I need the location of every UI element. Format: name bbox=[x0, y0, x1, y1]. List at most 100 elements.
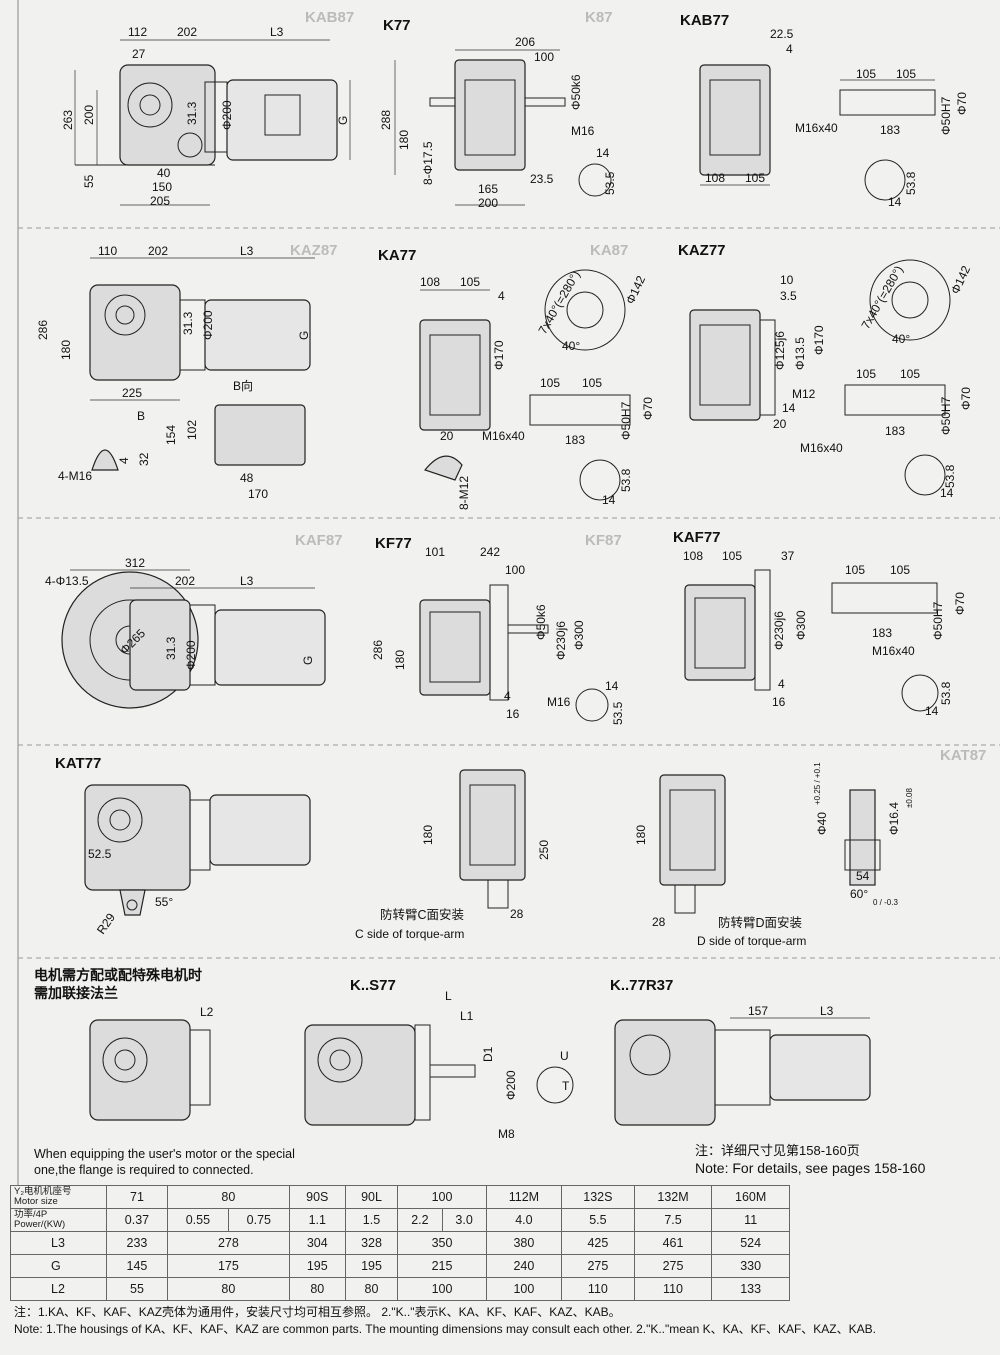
dim-label: 14 bbox=[596, 146, 610, 160]
dim-label: Φ50H7 bbox=[939, 396, 953, 435]
flange-note-line2: 需加联接法兰 bbox=[34, 985, 118, 1001]
dim-label: 53.8 bbox=[939, 681, 953, 705]
tolerance: 0 / -0.3 bbox=[873, 898, 898, 907]
dim-label: R29 bbox=[94, 910, 118, 936]
dim-label: 31.3 bbox=[181, 311, 195, 335]
kf77-front-view: 312 4-Φ13.5 202 L3 Φ265 31.3 Φ200 G bbox=[45, 556, 326, 709]
dim-label: 183 bbox=[565, 433, 585, 447]
table-cell: 55 bbox=[106, 1277, 168, 1301]
dim-label: 32 bbox=[137, 452, 151, 466]
dim-label: 7x40°(=280°) bbox=[858, 263, 905, 331]
equip-note-line1: When equipping the user's motor or the s… bbox=[34, 1147, 295, 1161]
kaf77-view: 108 105 37 Φ230j6 Φ300 105 105 183 M16x4… bbox=[683, 549, 967, 718]
dim-label: G bbox=[297, 331, 311, 340]
table-row: L3 233 278 304 328 350 380 425 461 524 bbox=[10, 1231, 790, 1255]
section-title-kf77: KF77 bbox=[375, 535, 412, 552]
dim-label: Φ50H7 bbox=[931, 601, 945, 640]
table-cell: 145 bbox=[106, 1254, 168, 1278]
table-row: G 145 175 195 195 215 240 275 275 330 bbox=[10, 1254, 790, 1278]
dim-label: Φ230j6 bbox=[554, 621, 568, 660]
section-title-kaz77: KAZ77 bbox=[678, 242, 726, 259]
dim-label: 288 bbox=[379, 110, 393, 130]
footer-note-cn: 注：1.KA、KF、KAF、KAZ壳体为通用件，安装尺寸均可相互参照。 2."K… bbox=[14, 1304, 621, 1319]
dim-label: Φ300 bbox=[794, 610, 808, 640]
equip-note-line2: one,the flange is required to connected. bbox=[34, 1163, 254, 1177]
table-cell: 0.37 bbox=[106, 1208, 168, 1232]
dim-label: M16x40 bbox=[800, 441, 843, 455]
dim-label: G bbox=[336, 116, 350, 125]
dim-label: 105 bbox=[745, 171, 765, 185]
dim-label: 14 bbox=[940, 486, 954, 500]
dim-label: 105 bbox=[582, 376, 602, 390]
dim-label: 286 bbox=[36, 320, 50, 340]
dim-label: 105 bbox=[896, 67, 916, 81]
torque-arm-d-en: D side of torque-arm bbox=[697, 934, 806, 948]
dim-label: T bbox=[562, 1079, 570, 1093]
dim-label: 53.8 bbox=[943, 464, 957, 488]
dim-label: Φ50k6 bbox=[569, 74, 583, 110]
table-cell: 233 bbox=[106, 1231, 168, 1255]
flange-note-line1: 电机需方配或配特殊电机时 bbox=[34, 967, 202, 983]
dim-label: 183 bbox=[872, 626, 892, 640]
dim-label: 180 bbox=[393, 650, 407, 670]
dim-label: 105 bbox=[845, 563, 865, 577]
dim-label: Φ230j6 bbox=[772, 611, 786, 650]
dim-label: 14 bbox=[925, 704, 939, 718]
table-cell: 175 bbox=[166, 1254, 290, 1278]
dim-label: Φ70 bbox=[953, 592, 967, 615]
table-cell: 112M bbox=[485, 1185, 563, 1209]
dim-label: 40 bbox=[157, 166, 171, 180]
table-cell: 160M bbox=[711, 1185, 790, 1209]
table-cell: 0.75 bbox=[227, 1208, 290, 1232]
table-cell: 524 bbox=[711, 1231, 790, 1255]
table-cell: 110 bbox=[561, 1277, 635, 1301]
dim-label: 3.5 bbox=[780, 289, 797, 303]
dim-label: 31.3 bbox=[185, 101, 199, 125]
dim-label: 250 bbox=[537, 840, 551, 860]
table-cell: 328 bbox=[344, 1231, 399, 1255]
dim-label: B bbox=[137, 409, 145, 423]
table-cell: 278 bbox=[166, 1231, 290, 1255]
dim-label: G bbox=[301, 656, 315, 665]
ghost-label: K87 bbox=[585, 9, 613, 26]
dim-label: 100 bbox=[505, 563, 525, 577]
kat77-d-side-view: 180 28 防转臂D面安装 D side of torque-arm bbox=[634, 774, 806, 948]
dim-label: 110 bbox=[98, 244, 117, 258]
dim-label: B向 bbox=[233, 378, 253, 393]
table-cell: 215 bbox=[397, 1254, 487, 1278]
table-cell: 80 bbox=[166, 1277, 290, 1301]
dim-label: 4-Φ13.5 bbox=[45, 574, 89, 588]
k77-front-view: 112 202 L3 27 263 200 31.3 Φ200 G 55 40 … bbox=[61, 25, 351, 208]
section-title-ka77: KA77 bbox=[378, 247, 416, 264]
table-cell: 100 bbox=[397, 1185, 487, 1209]
table-cell: 1.1 bbox=[288, 1208, 346, 1232]
dim-label: 183 bbox=[885, 424, 905, 438]
dim-label: 154 bbox=[164, 425, 178, 445]
dim-label: Φ142 bbox=[623, 273, 648, 306]
ka77-side-view: 108 105 4 7x40°(=280°) Φ142 Φ170 40° 105… bbox=[419, 268, 655, 510]
k77-side-view: 206 100 Φ50k6 288 180 8-Φ17.5 M16 14 53.… bbox=[379, 35, 617, 210]
dim-label: 14 bbox=[888, 195, 902, 209]
dim-label: 53.8 bbox=[619, 468, 633, 492]
dim-label: 242 bbox=[480, 545, 500, 559]
dim-label: 53.5 bbox=[603, 171, 617, 195]
table-cell: 80 bbox=[288, 1277, 346, 1301]
dim-label: 105 bbox=[890, 563, 910, 577]
table-cell: 240 bbox=[485, 1254, 563, 1278]
ghost-label: KAF87 bbox=[295, 532, 343, 549]
dim-label: L2 bbox=[200, 1005, 214, 1019]
dim-label: 40° bbox=[562, 339, 580, 353]
dim-label: 31.3 bbox=[164, 636, 178, 660]
table-cell: 0.55 bbox=[166, 1208, 229, 1232]
dim-label: Φ50H7 bbox=[939, 96, 953, 135]
table-cell: 2.2 bbox=[397, 1208, 443, 1232]
table-cell: 132S bbox=[561, 1185, 635, 1209]
table-cell: 330 bbox=[711, 1254, 790, 1278]
table-cell: 11 bbox=[711, 1208, 790, 1232]
dim-label: L bbox=[445, 989, 452, 1003]
